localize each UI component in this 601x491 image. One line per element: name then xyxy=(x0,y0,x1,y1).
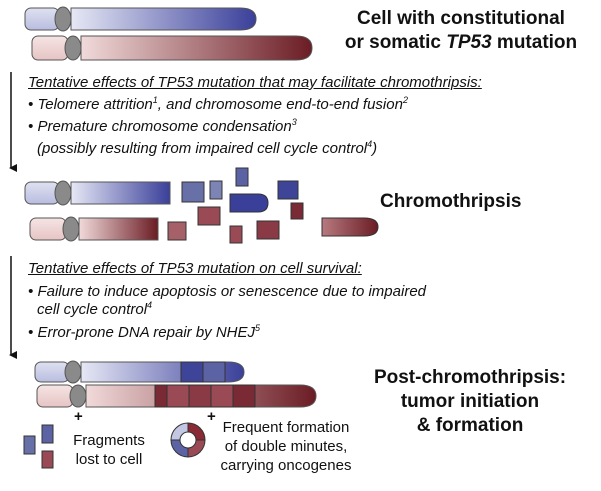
plus-sign-2: + xyxy=(207,408,216,425)
bullet-text: , and chromosome end-to-end fusion xyxy=(157,96,403,113)
ref-superscript: 1 xyxy=(152,95,158,105)
bullet-text: Telomere attrition xyxy=(37,96,153,113)
ref-superscript: 4 xyxy=(147,300,153,310)
section2-heading: Tentative effects of TP53 mutation on ce… xyxy=(28,260,362,277)
section2-bullet2: • Error-prone DNA repair by NHEJ5 xyxy=(28,324,260,342)
fragment xyxy=(277,180,299,200)
title-top-line2-post: mutation xyxy=(491,32,578,53)
bullet-text: (possibly resulting from impaired cell c… xyxy=(37,140,368,157)
bullet-text: Error-prone DNA repair by NHEJ xyxy=(37,324,256,341)
fragments-caption: Fragments lost to cell xyxy=(61,431,157,469)
title-bottom-line1: Post-chromothripsis: xyxy=(373,367,567,388)
fragment xyxy=(167,221,187,241)
chromosome-red-rearranged xyxy=(36,384,317,408)
double-minutes-caption-line3: carrying oncogenes xyxy=(220,457,352,474)
ref-superscript: 3 xyxy=(291,117,297,127)
title-top-line2: or somatic TP53 mutation xyxy=(330,31,592,55)
bullet-text: Failure to induce apoptosis or senescenc… xyxy=(37,283,427,300)
fragment xyxy=(209,180,223,200)
bullet-text: cell cycle control xyxy=(37,301,148,318)
section1-bullet2: • Premature chromosome condensation3 xyxy=(28,118,297,136)
chromosome-blue-rearranged xyxy=(34,360,245,384)
fragments-caption-line2: lost to cell xyxy=(75,451,143,468)
ref-superscript: 5 xyxy=(255,323,261,333)
double-minutes-caption-line2: of double minutes, xyxy=(224,438,348,455)
double-minutes-caption: Frequent formation of double minutes, ca… xyxy=(213,418,359,475)
ref-superscript: 2 xyxy=(402,95,408,105)
fragment xyxy=(197,206,221,226)
section1-heading: Tentative effects of TP53 mutation that … xyxy=(28,74,482,91)
bullet-mark: • xyxy=(28,324,34,341)
chromosome-red-top xyxy=(31,35,313,61)
section2-bullet1-cont: cell cycle control4 xyxy=(37,301,152,319)
fragment xyxy=(229,225,243,244)
lost-fragments-icon xyxy=(23,424,54,469)
ref-superscript: 4 xyxy=(367,139,373,149)
fragment xyxy=(235,167,249,187)
bullet-mark: • xyxy=(28,118,34,135)
title-top-line2-pre: or somatic xyxy=(344,32,447,53)
gene-name: TP53 xyxy=(446,32,492,53)
bullet-mark: • xyxy=(28,283,34,300)
fragment xyxy=(229,193,269,213)
section2-bullet1: • Failure to induce apoptosis or senesce… xyxy=(28,283,426,301)
double-minute-ring-icon xyxy=(170,422,206,458)
title-bottom: Post-chromothripsis: tumor initiation & … xyxy=(350,366,590,438)
section1-bullet2-cont: (possibly resulting from impaired cell c… xyxy=(37,140,377,158)
fragment xyxy=(181,181,205,203)
chromothripsis-fragments xyxy=(167,167,379,244)
double-minutes-caption-line1: Frequent formation xyxy=(222,419,350,436)
section1-bullet1: • Telomere attrition1, and chromosome en… xyxy=(28,96,408,114)
chromosome-blue-top xyxy=(24,6,257,32)
fragment xyxy=(290,202,304,220)
title-top-line1: Cell with constitutional xyxy=(357,8,565,29)
chromosome-red-fragmented xyxy=(29,216,159,242)
title-bottom-line3: & formation xyxy=(416,415,524,436)
fragments-caption-line1: Fragments xyxy=(73,432,145,449)
bullet-text: ) xyxy=(372,140,378,157)
title-bottom-line2: tumor initiation xyxy=(400,391,540,412)
fragment xyxy=(256,220,280,240)
chromosome-blue-fragmented xyxy=(24,180,171,206)
bullet-text: Premature chromosome condensation xyxy=(37,118,292,135)
bullet-mark: • xyxy=(28,96,34,113)
title-top: Cell with constitutional or somatic TP53… xyxy=(330,7,592,55)
plus-sign-1: + xyxy=(74,408,83,425)
title-middle: Chromothripsis xyxy=(380,191,522,212)
fragment xyxy=(321,217,379,237)
